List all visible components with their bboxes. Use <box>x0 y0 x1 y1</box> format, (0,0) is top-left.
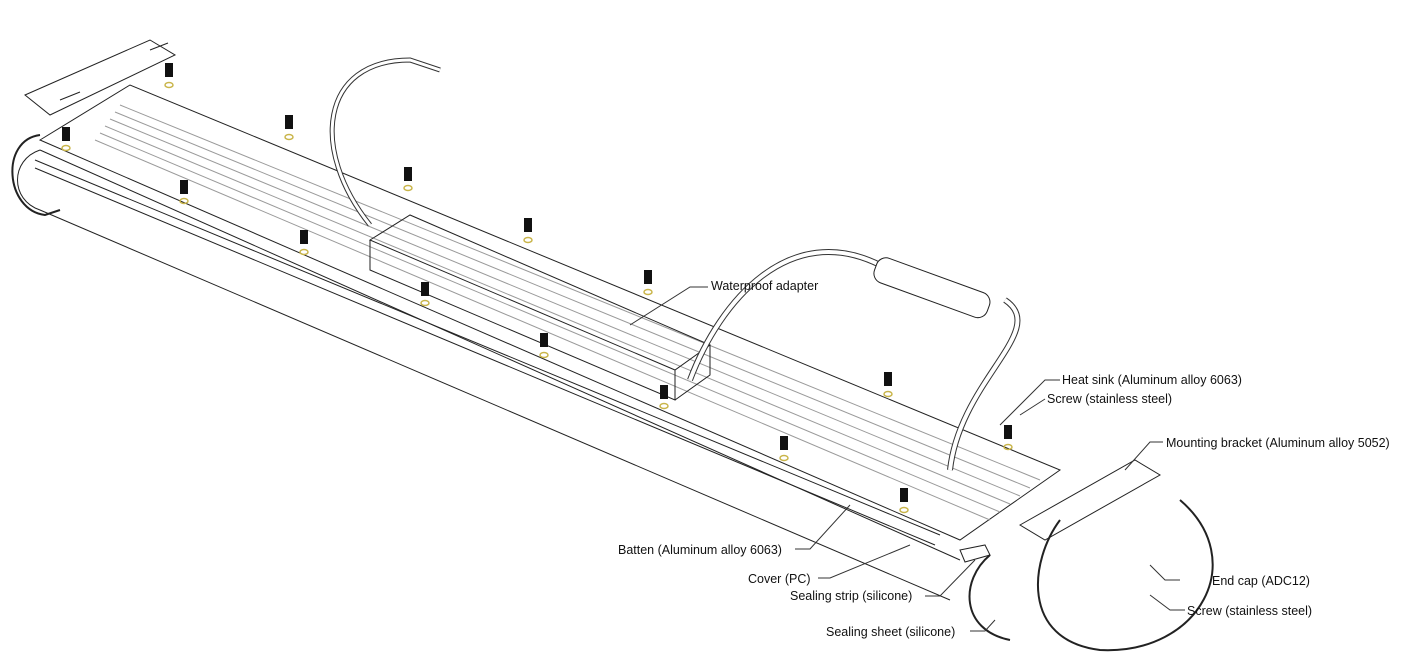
label-mounting-bracket: Mounting bracket (Aluminum alloy 5052) <box>1166 436 1390 450</box>
label-sealing-sheet: Sealing sheet (silicone) <box>826 625 956 639</box>
label-batten: Batten (Aluminum alloy 6063) <box>618 543 782 557</box>
label-heat-sink: Heat sink (Aluminum alloy 6063) <box>1062 373 1242 387</box>
driver-box <box>368 214 712 401</box>
sealing-strip <box>959 544 991 563</box>
label-waterproof-adapter: Waterproof adapter <box>711 279 819 293</box>
heat-sink-body <box>38 84 1062 541</box>
label-cover: Cover (PC) <box>748 572 811 586</box>
batten-rail <box>34 159 941 546</box>
output-cable <box>687 249 882 382</box>
leader-lines <box>629 286 1185 632</box>
right-end-cap <box>1037 499 1214 652</box>
label-sealing-strip: Sealing strip (silicone) <box>790 589 913 603</box>
label-screw-top: Screw (stainless steel) <box>1047 392 1173 406</box>
right-bracket <box>1019 459 1161 541</box>
label-screw-end: Screw (stainless steel) <box>1187 604 1313 618</box>
left-end-cap <box>11 134 61 217</box>
label-end-cap: End cap (ADC12) <box>1212 574 1310 588</box>
left-bracket <box>24 39 177 116</box>
heat-sink-fins <box>94 104 1041 521</box>
waterproof-connector <box>873 257 991 319</box>
sealing-sheet <box>968 554 1011 641</box>
screws <box>61 63 1013 514</box>
cover-tube <box>17 149 961 601</box>
